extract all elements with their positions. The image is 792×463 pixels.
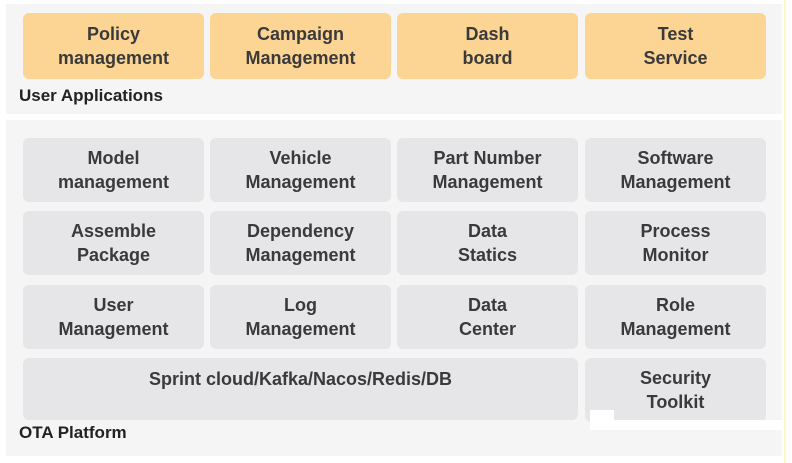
ota-platform-title: OTA Platform: [19, 423, 127, 442]
model-management-label: Model management: [57, 148, 170, 192]
white-strip: [590, 410, 614, 422]
data-center-box: Data Center: [397, 285, 578, 349]
policy-management-label: Policy management: [57, 24, 170, 68]
white-strip: [590, 420, 782, 430]
test-service-label: Test Service: [643, 24, 708, 68]
role-management-label: Role Management: [620, 295, 731, 339]
data-statics-label: Data Statics: [457, 221, 518, 265]
campaign-management-box: Campaign Management: [210, 13, 391, 79]
log-management-box: Log Management: [210, 285, 391, 349]
infrastructure-label: Sprint cloud/Kafka/Nacos/Redis/DB: [148, 369, 453, 389]
part-number-management-label: Part Number Management: [432, 148, 543, 192]
campaign-management-label: Campaign Management: [245, 24, 356, 68]
dashboard-box: Dash board: [397, 13, 578, 79]
user-management-label: User Management: [58, 295, 169, 339]
assemble-package-box: Assemble Package: [23, 211, 204, 275]
process-monitor-box: Process Monitor: [585, 211, 766, 275]
edge-line: [784, 0, 786, 463]
user-applications-title: User Applications: [19, 86, 163, 105]
user-management-box: User Management: [23, 285, 204, 349]
model-management-box: Model management: [23, 138, 204, 202]
infrastructure-box: Sprint cloud/Kafka/Nacos/Redis/DB: [23, 358, 578, 420]
assemble-package-label: Assemble Package: [70, 221, 157, 265]
vehicle-management-label: Vehicle Management: [245, 148, 356, 192]
data-statics-box: Data Statics: [397, 211, 578, 275]
process-monitor-label: Process Monitor: [640, 221, 711, 265]
test-service-box: Test Service: [585, 13, 766, 79]
data-center-label: Data Center: [458, 295, 516, 339]
part-number-management-box: Part Number Management: [397, 138, 578, 202]
security-toolkit-label: Security Toolkit: [639, 368, 712, 412]
dashboard-label: Dash board: [462, 24, 513, 68]
log-management-label: Log Management: [245, 295, 356, 339]
dependency-management-box: Dependency Management: [210, 211, 391, 275]
software-management-box: Software Management: [585, 138, 766, 202]
policy-management-box: Policy management: [23, 13, 204, 79]
vehicle-management-box: Vehicle Management: [210, 138, 391, 202]
dependency-management-label: Dependency Management: [245, 221, 356, 265]
role-management-box: Role Management: [585, 285, 766, 349]
security-toolkit-box: Security Toolkit: [585, 358, 766, 422]
software-management-label: Software Management: [620, 148, 731, 192]
